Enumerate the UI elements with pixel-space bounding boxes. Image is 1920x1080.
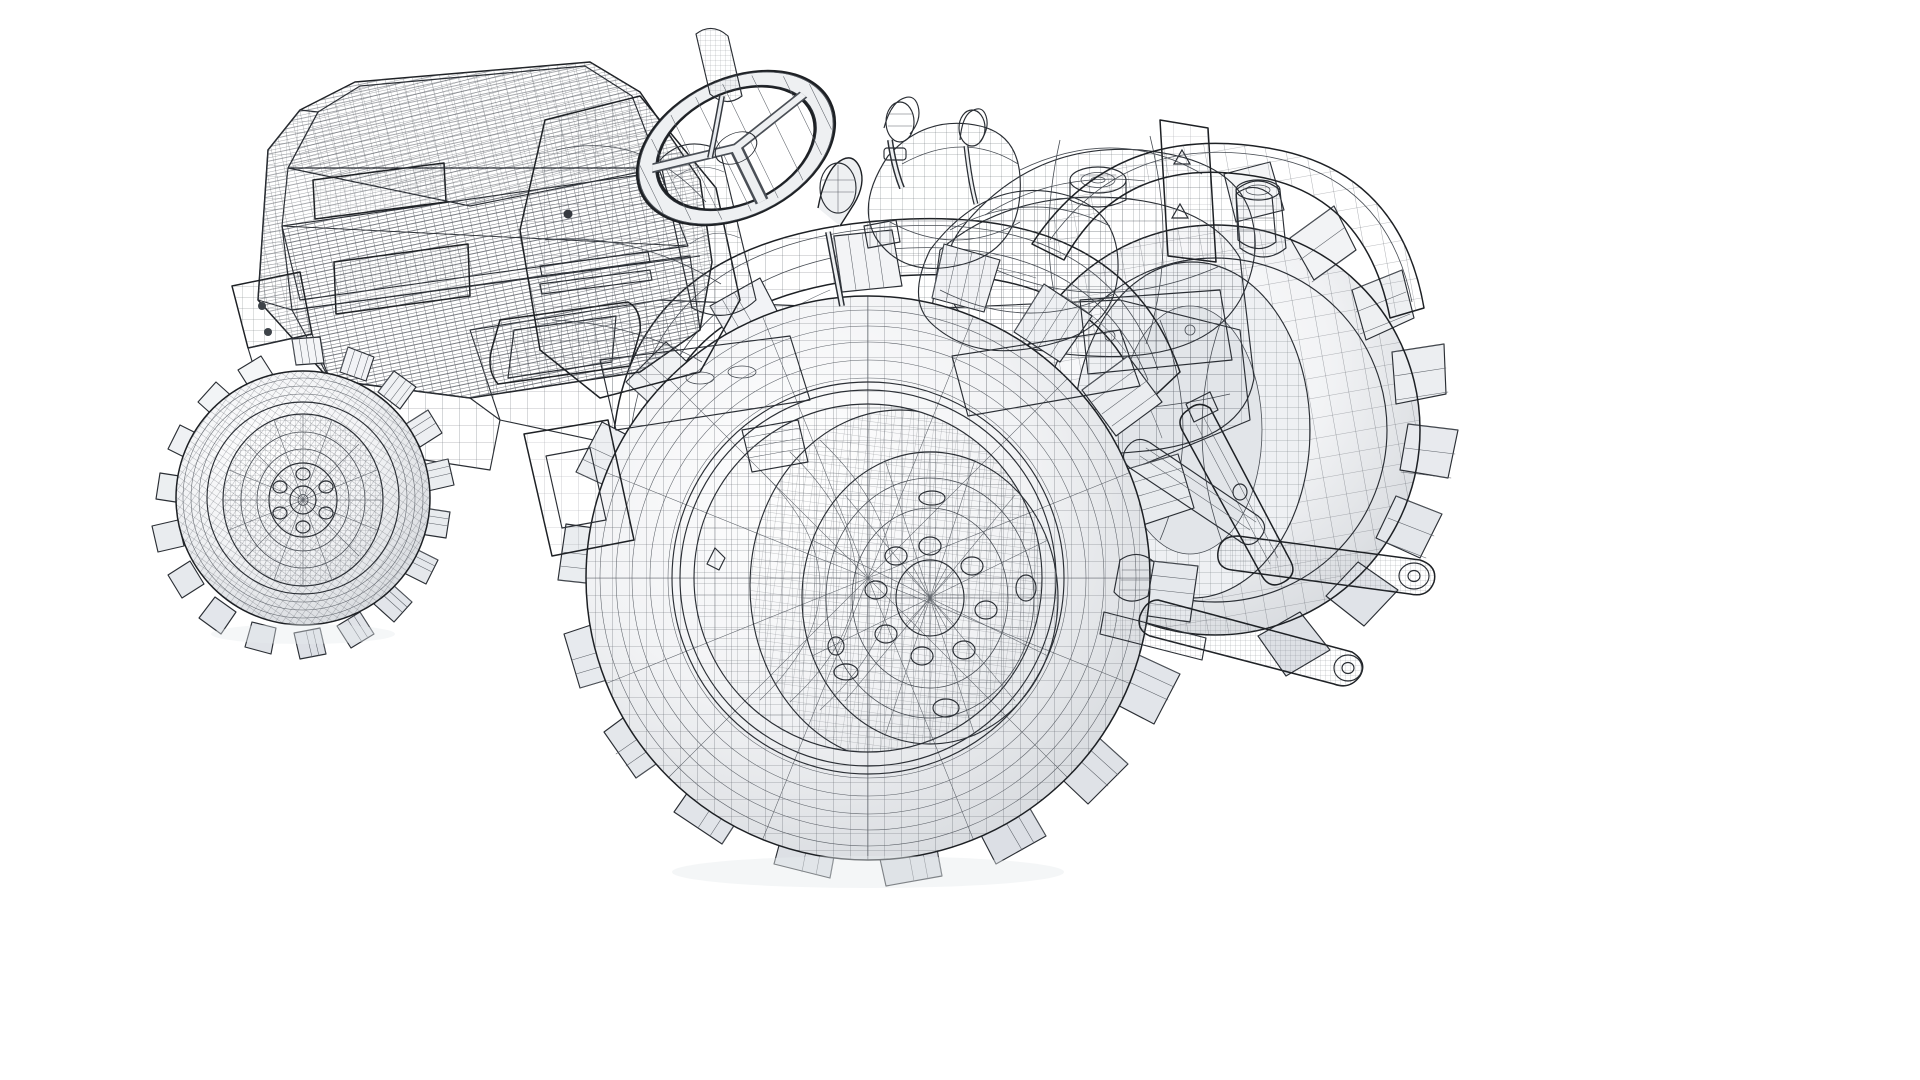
rear-view-mirror xyxy=(695,27,743,159)
front-wheel-assembly[interactable] xyxy=(151,336,455,660)
lower-lift-arm-left xyxy=(1138,599,1364,687)
rear-disc-accent-bolts xyxy=(827,490,1037,718)
far-tire-lug-mesh xyxy=(1289,205,1459,559)
top-link xyxy=(1122,438,1266,546)
seat-backrest xyxy=(867,122,1021,269)
drawbar xyxy=(1099,611,1207,661)
rear-tire-outline xyxy=(585,295,1151,861)
rear-wheel-assembly[interactable] xyxy=(557,229,1199,887)
front-ballast-bracket xyxy=(231,271,331,395)
rear-work-light xyxy=(1235,186,1277,250)
lifting-rod xyxy=(1179,391,1294,586)
brake-pedal[interactable] xyxy=(741,419,809,473)
right-rear-fender xyxy=(1031,142,1425,319)
lever-bracket-clamp xyxy=(863,219,901,249)
rear-wheel-disc xyxy=(801,451,1059,745)
rear-wheel-shadow xyxy=(672,856,1064,888)
hydraulic-control-lever[interactable] xyxy=(883,96,920,190)
roll-over-protection-mount xyxy=(1159,119,1217,263)
steering-column xyxy=(659,143,757,316)
front-tire-bead xyxy=(206,401,400,595)
rear-hub-lug-bolts xyxy=(864,536,998,666)
exhaust-muffler-stack xyxy=(1235,179,1287,258)
front-hub-lug-bolts xyxy=(272,467,334,534)
front-wheel-shadow xyxy=(211,624,395,644)
power-take-off-shaft xyxy=(1113,553,1155,602)
front-wheel-hub xyxy=(268,462,338,538)
lower-lift-arm-right xyxy=(1217,535,1436,596)
front-wheel-rim xyxy=(222,413,384,587)
front-grille xyxy=(333,243,471,315)
rear-tire-valve-stem xyxy=(706,547,726,571)
gear-shift-lever[interactable] xyxy=(817,157,863,307)
mounting-step xyxy=(523,419,635,557)
steering-wheel[interactable] xyxy=(614,42,859,255)
dash-indicator-dot xyxy=(563,209,573,219)
throttle-lever[interactable] xyxy=(958,108,988,205)
front-tire-outline xyxy=(175,370,431,626)
headlight-housing xyxy=(312,162,447,220)
three-point-hitch xyxy=(1099,391,1436,687)
hitch-mounting-plate xyxy=(1079,289,1233,375)
operator-footplate xyxy=(599,335,811,431)
